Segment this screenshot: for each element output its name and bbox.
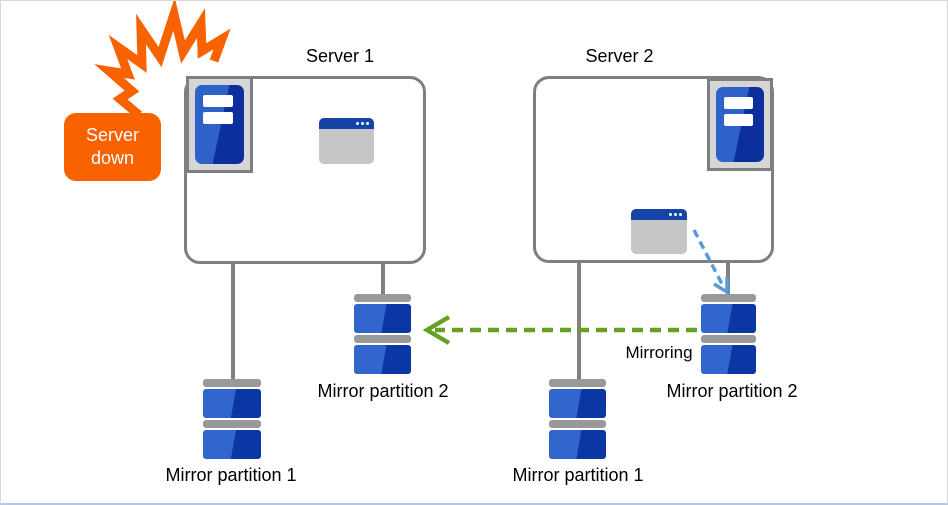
server1-icon (186, 76, 253, 173)
server1-mirror-partition1-label: Mirror partition 1 (165, 465, 297, 485)
server2-mirror-partition1-disk-icon (549, 379, 606, 461)
application-a-window-icon (319, 118, 374, 164)
mirroring-arrow-head (422, 315, 451, 345)
application-b-window-icon (631, 209, 687, 254)
server-tower-icon (716, 87, 764, 162)
mirroring-label: Mirroring (625, 343, 693, 362)
server1-mirror-partition1-disk-icon (203, 379, 261, 461)
server-down-badge: Server down (64, 113, 161, 181)
server2-mirror-partition1-label: Mirror partition 1 (512, 465, 644, 485)
server2-title: Server 2 (585, 46, 654, 66)
server2-mirror-partition2-label: Mirror partition 2 (666, 381, 798, 401)
server1-mirror-partition2-disk-icon (354, 294, 411, 376)
server-down-line2: down (90, 148, 135, 168)
server-down-line1: Server (85, 125, 139, 145)
server-tower-icon (195, 85, 244, 164)
server1-title: Server 1 (305, 46, 375, 66)
app-write-arrow-head (713, 277, 729, 296)
server1-mirror-partition2-label: Mirror partition 2 (317, 381, 449, 401)
server2-mirror-partition2-disk-icon (701, 294, 756, 376)
server2-icon (707, 78, 773, 171)
